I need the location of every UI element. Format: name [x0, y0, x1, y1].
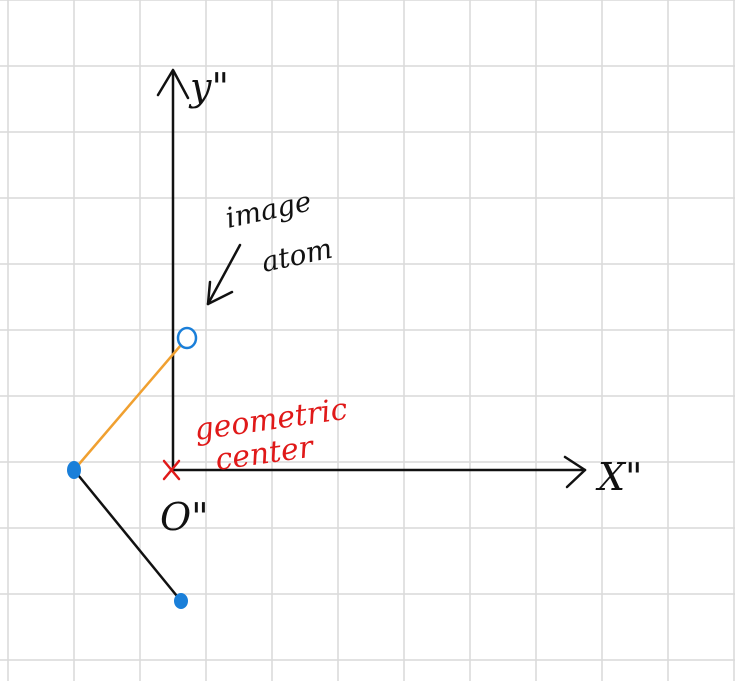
- image-atom-label-line2: atom: [259, 232, 336, 279]
- image-atom-circle: [176, 326, 198, 350]
- x-axis-label: X": [595, 455, 643, 499]
- atom-left: [67, 461, 81, 479]
- black-bond: [73, 469, 182, 602]
- origin-label: O": [160, 495, 209, 539]
- geometric-center-marker: [162, 459, 181, 481]
- y-axis: [156, 68, 190, 472]
- orange-bond: [73, 337, 188, 471]
- atom-bottom: [174, 593, 188, 609]
- image-atom-arrow: [206, 243, 242, 306]
- image-atom-label-line1: image: [223, 185, 315, 235]
- x-axis: [171, 455, 587, 489]
- y-axis-label: y": [188, 65, 229, 109]
